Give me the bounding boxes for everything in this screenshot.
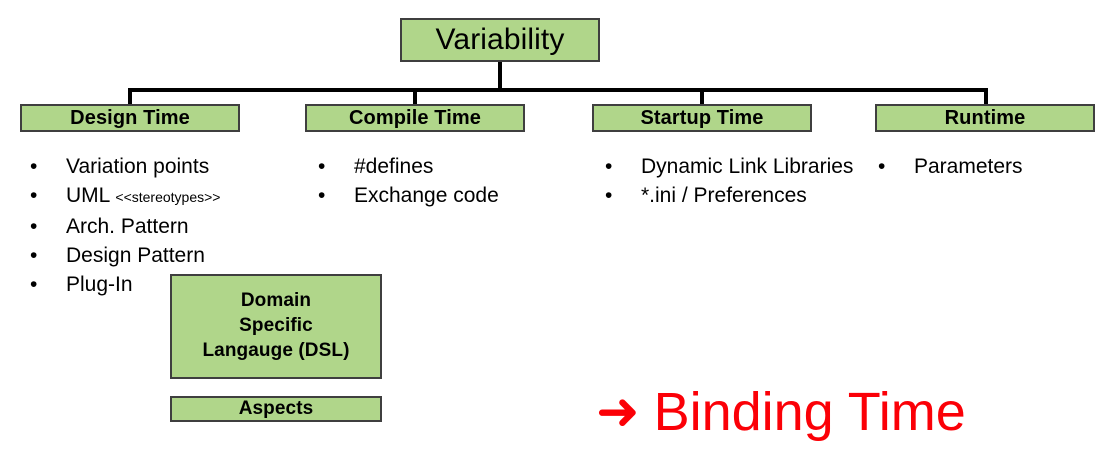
- list-item-label: *.ini / Preferences: [641, 184, 807, 207]
- node-compile-time: Compile Time: [305, 104, 525, 132]
- dsl-line-3: Langauge (DSL): [202, 339, 350, 361]
- list-item: • Design Pattern: [30, 241, 280, 270]
- node-domain-specific-language: Domain Specific Langauge (DSL): [170, 274, 382, 379]
- bullet-icon: •: [605, 184, 613, 207]
- list-item-label-main: UML: [66, 184, 116, 207]
- bullet-icon: •: [30, 273, 38, 296]
- list-item: • Exchange code: [318, 181, 558, 210]
- node-design-time: Design Time: [20, 104, 240, 132]
- callout-label: Binding Time: [653, 382, 966, 442]
- dsl-line-2: Specific: [239, 315, 313, 337]
- connector-drop-startup-time: [700, 88, 704, 106]
- list-item: • #defines: [318, 152, 558, 181]
- list-item-label: UML <<stereotypes>>: [66, 181, 280, 212]
- node-runtime: Runtime: [875, 104, 1095, 132]
- list-item: • Variation points: [30, 152, 280, 181]
- bullet-list-design-time: • Variation points • UML <<stereotypes>>…: [30, 152, 280, 299]
- list-item-label: Design Pattern: [66, 244, 205, 267]
- bullet-icon: •: [318, 155, 326, 178]
- list-item: • Arch. Pattern: [30, 212, 280, 241]
- bullet-list-runtime: • Parameters: [878, 152, 1108, 181]
- node-startup-time: Startup Time: [592, 104, 812, 132]
- bullet-icon: •: [30, 215, 38, 238]
- list-item: • UML <<stereotypes>>: [30, 181, 280, 212]
- arrow-right-icon: ➜: [596, 383, 640, 441]
- connector-horizontal-bus: [128, 88, 988, 92]
- list-item-label-stereotype: <<stereotypes>>: [115, 189, 221, 205]
- bullet-icon: •: [878, 155, 886, 178]
- bullet-icon: •: [30, 155, 38, 178]
- node-aspects: Aspects: [170, 396, 382, 422]
- list-item-label: #defines: [354, 155, 434, 178]
- connector-drop-design-time: [128, 88, 132, 106]
- bullet-icon: •: [30, 244, 38, 267]
- bullet-icon: •: [605, 155, 613, 178]
- bullet-icon: •: [30, 184, 38, 207]
- connector-drop-runtime: [984, 88, 988, 106]
- list-item: • Plug-In: [30, 270, 280, 299]
- list-item-label: Parameters: [914, 155, 1023, 178]
- callout-binding-time: ➜ Binding Time: [596, 382, 966, 442]
- bullet-list-compile-time: • #defines • Exchange code: [318, 152, 558, 210]
- node-variability: Variability: [400, 18, 600, 62]
- list-item-label: Plug-In: [66, 273, 133, 296]
- list-item: • *.ini / Preferences: [605, 181, 855, 210]
- list-item: • Dynamic Link Libraries: [605, 152, 855, 181]
- list-item-label: Arch. Pattern: [66, 215, 189, 238]
- list-item-label: Variation points: [66, 155, 210, 178]
- bullet-list-startup-time: • Dynamic Link Libraries • *.ini / Prefe…: [605, 152, 855, 210]
- list-item-label: Exchange code: [354, 184, 499, 207]
- list-item: • Parameters: [878, 152, 1108, 181]
- connector-drop-compile-time: [413, 88, 417, 106]
- list-item-label: Dynamic Link Libraries: [641, 155, 854, 178]
- connector-root-stem: [498, 62, 502, 90]
- bullet-icon: •: [318, 184, 326, 207]
- dsl-line-1: Domain: [240, 290, 312, 312]
